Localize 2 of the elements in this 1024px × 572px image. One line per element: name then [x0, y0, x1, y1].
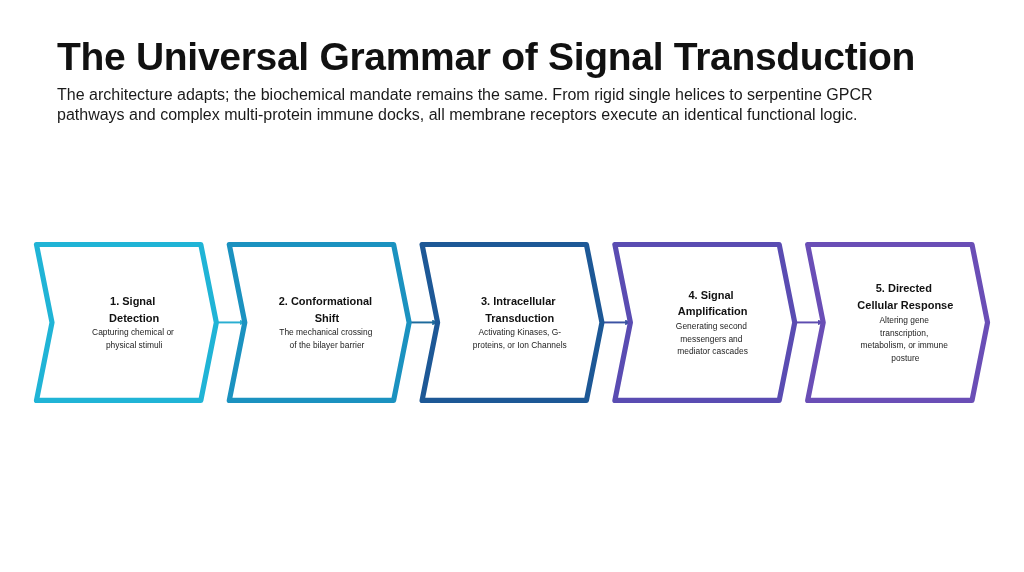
title: The Universal Grammar of Signal Transduction [57, 36, 916, 79]
subtitle-text: The architecture adapts; the biochemical mandate remains the same. From rigid single helices to serpentine GPCR pathways and complex multi-protein immune docks, all membrane receptors execute an identical functional logic. [57, 84, 874, 125]
